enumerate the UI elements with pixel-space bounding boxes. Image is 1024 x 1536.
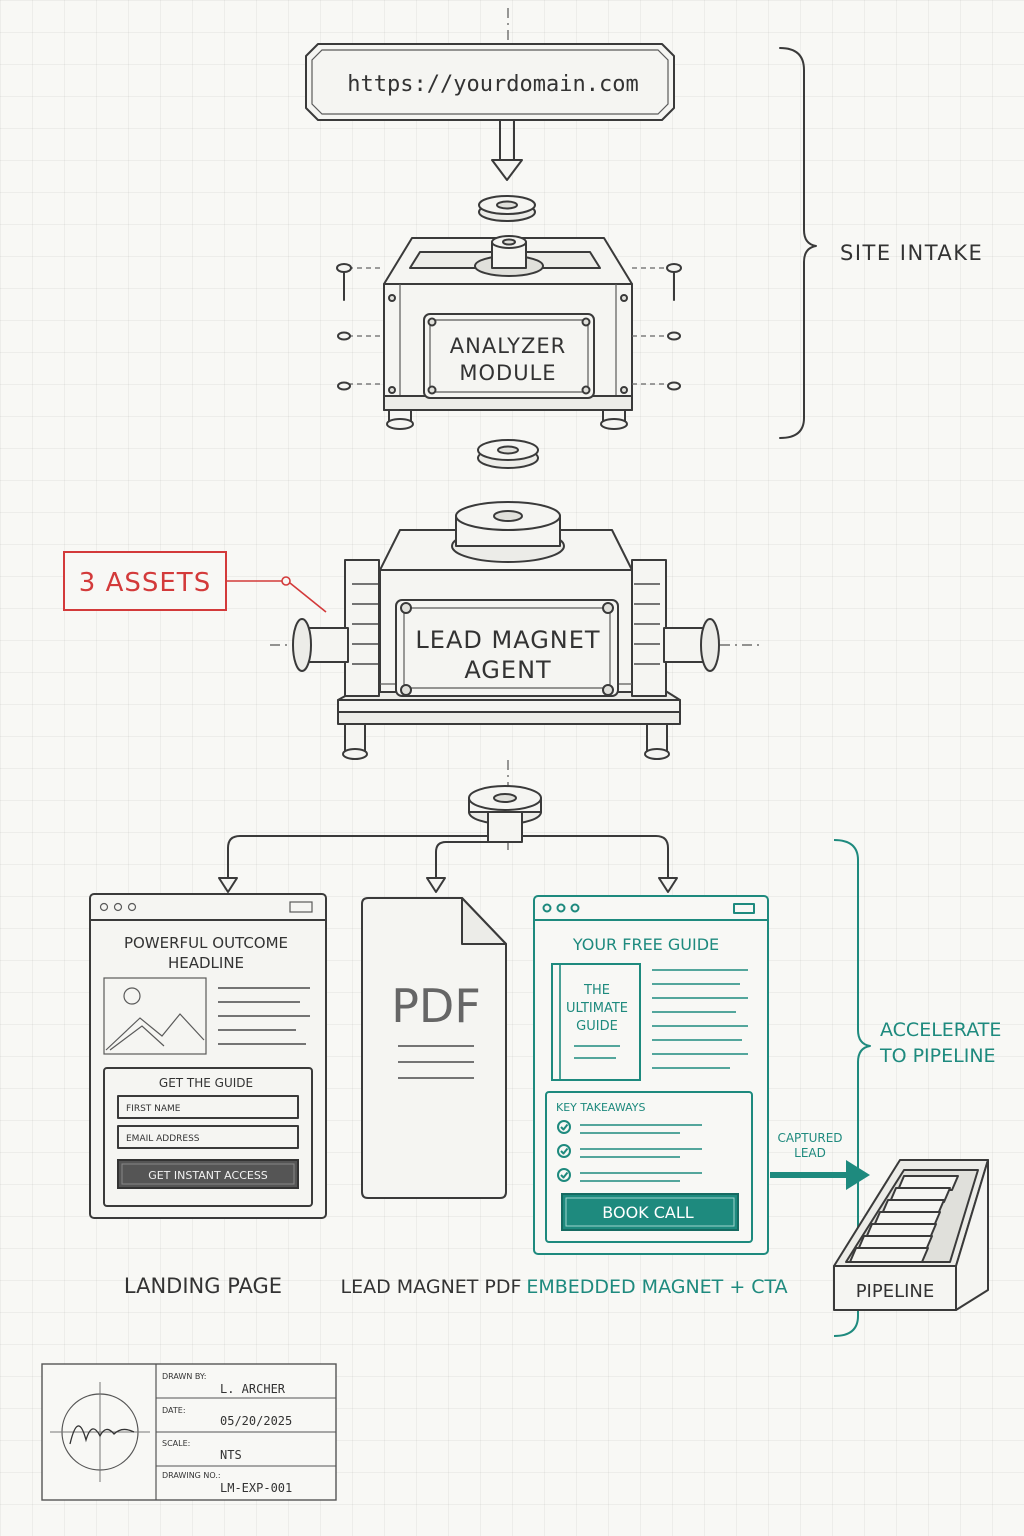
window-dot-icon	[556, 903, 566, 913]
landing-caption: LANDING PAGE	[124, 1274, 282, 1298]
scale-value: NTS	[220, 1448, 242, 1462]
drawn-by-value: L. ARCHER	[220, 1382, 286, 1396]
check-icon	[557, 1120, 571, 1134]
form-title: GET THE GUIDE	[159, 1076, 253, 1090]
title-block: DRAWN BY: L. ARCHER DATE: 05/20/2025 SCA…	[41, 1363, 337, 1501]
analyzer-label-2: MODULE	[459, 361, 556, 385]
email-placeholder: EMAIL ADDRESS	[126, 1134, 200, 1144]
drawing-no-value: LM-EXP-001	[220, 1481, 292, 1495]
agent-label-2: AGENT	[464, 656, 551, 684]
assets-label: 3 ASSETS	[79, 568, 211, 598]
accelerate-line-2: TO PIPELINE	[879, 1045, 996, 1067]
pdf-caption: LEAD MAGNET PDF	[341, 1276, 522, 1298]
check-icon	[557, 1144, 571, 1158]
image-placeholder-icon	[103, 977, 207, 1055]
scale-label: SCALE:	[162, 1439, 190, 1448]
window-dot-icon	[113, 902, 123, 912]
landing-headline-2: HEADLINE	[168, 954, 244, 972]
captured-lead-arrow: CAPTURED LEAD	[770, 1131, 870, 1190]
embedded-caption: EMBEDDED MAGNET + CTA	[526, 1276, 787, 1298]
get-access-label: GET INSTANT ACCESS	[148, 1169, 268, 1182]
book-icon: THE ULTIMATE GUIDE	[551, 963, 641, 1081]
url-bar: https://yourdomain.com	[305, 43, 675, 121]
drawing-no-label: DRAWING NO.:	[162, 1471, 221, 1480]
pipeline-label: PIPELINE	[856, 1281, 935, 1302]
lead-magnet-agent: LEAD MAGNET AGENT	[270, 501, 764, 760]
site-intake-label: SITE INTAKE	[840, 241, 983, 265]
url-text: https://yourdomain.com	[347, 72, 638, 97]
window-dot-icon	[99, 902, 109, 912]
exploded-screws	[336, 263, 682, 391]
washer-mid	[477, 439, 539, 469]
washer-top	[478, 195, 536, 222]
check-icon	[557, 1168, 571, 1182]
distribution-arrows	[218, 835, 678, 893]
book-line-3: GUIDE	[576, 1019, 618, 1034]
pipeline-tray: PIPELINE	[833, 1159, 989, 1311]
first-name-field[interactable]	[117, 1095, 299, 1119]
book-line-2: ULTIMATE	[566, 1001, 628, 1016]
pipeline-cards	[849, 1175, 959, 1263]
book-call-button[interactable]: BOOK CALL	[561, 1193, 739, 1231]
drawn-by-label: DRAWN BY:	[162, 1372, 206, 1381]
book-line-1: THE	[583, 983, 610, 998]
signature-seal-icon	[50, 1382, 150, 1482]
analyzer-label-1: ANALYZER	[450, 334, 566, 358]
book-call-label: BOOK CALL	[602, 1203, 693, 1222]
accelerate-line-1: ACCELERATE	[880, 1019, 1001, 1041]
embedded-title: YOUR FREE GUIDE	[572, 935, 719, 954]
accelerate-bracket: ACCELERATE TO PIPELINE	[833, 839, 1001, 1337]
site-intake-bracket: SITE INTAKE	[779, 47, 983, 439]
connector-hub	[468, 785, 542, 843]
url-arrow	[491, 119, 523, 181]
analyzer-module: ANALYZER MODULE	[383, 235, 633, 430]
window-dot-icon	[542, 903, 552, 913]
email-field[interactable]	[117, 1125, 299, 1149]
landing-page-panel: POWERFUL OUTCOME HEADLINE GET THE GUIDE …	[89, 893, 327, 1219]
window-dot-icon	[127, 902, 137, 912]
window-dot-icon	[570, 903, 580, 913]
assets-callout: 3 ASSETS	[63, 551, 327, 613]
date-value: 05/20/2025	[220, 1414, 292, 1428]
captured-line-2: LEAD	[794, 1146, 826, 1160]
get-access-button[interactable]: GET INSTANT ACCESS	[117, 1159, 299, 1189]
pdf-icon-text: PDF	[391, 979, 481, 1033]
embedded-magnet-panel: YOUR FREE GUIDE THE ULTIMATE GUIDE KEY T…	[533, 895, 769, 1255]
date-label: DATE:	[162, 1406, 186, 1415]
window-maximize-icon	[289, 901, 313, 913]
pdf-panel: PDF	[361, 897, 507, 1199]
landing-headline-1: POWERFUL OUTCOME	[124, 934, 288, 952]
agent-label-1: LEAD MAGNET	[415, 626, 600, 654]
window-maximize-icon	[733, 903, 755, 914]
takeaways-title: KEY TAKEAWAYS	[556, 1101, 646, 1114]
captured-line-1: CAPTURED	[777, 1131, 842, 1145]
first-name-placeholder: FIRST NAME	[126, 1104, 181, 1114]
